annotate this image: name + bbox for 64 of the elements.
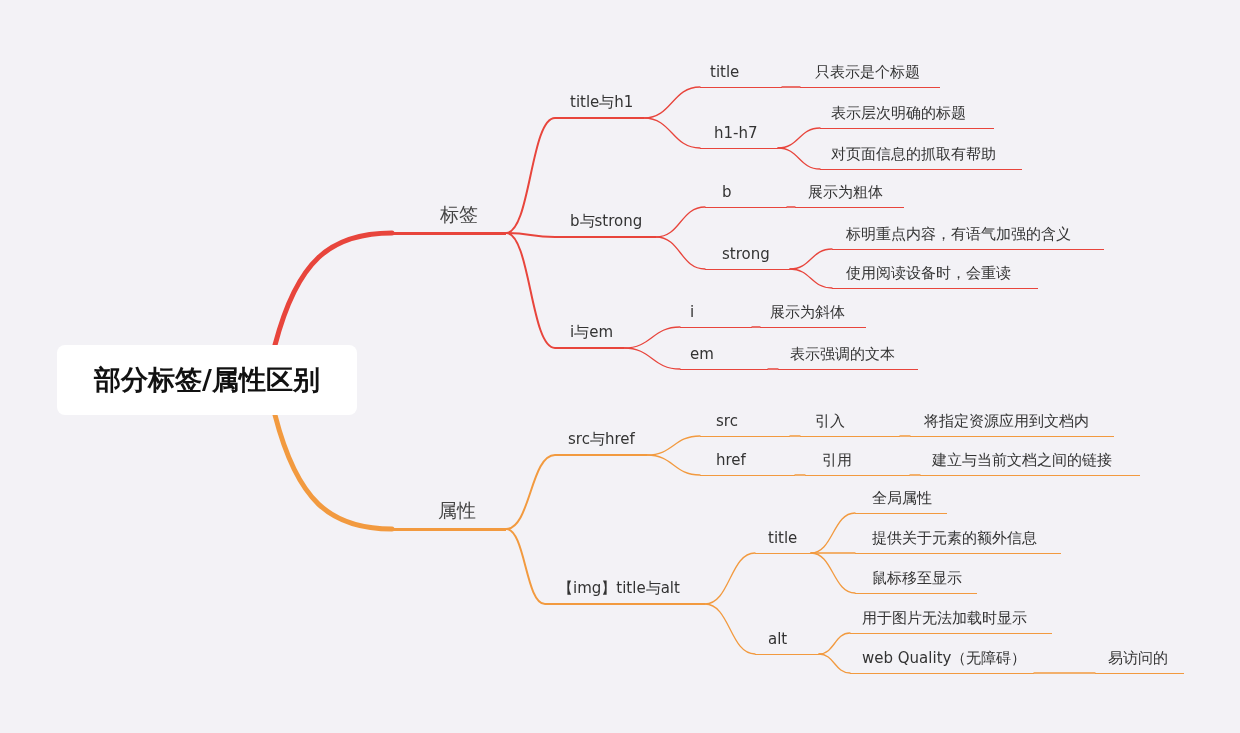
branch-line	[789, 268, 833, 289]
branch-line	[810, 552, 856, 594]
topic-label: href	[700, 445, 795, 476]
topic-label: 属性	[392, 494, 506, 531]
topic-label: 将指定资源应用到文档内	[910, 406, 1114, 437]
topic-label: 建立与当前文档之间的链接	[920, 445, 1140, 476]
branch-line	[655, 236, 706, 270]
topic-label: 展示为斜体	[760, 297, 866, 328]
branch-line	[751, 326, 761, 328]
topic-label: src	[700, 406, 790, 437]
branch-line	[704, 603, 756, 655]
topic-label: 用于图片无法加载时显示	[850, 603, 1052, 634]
topic-label: src与href	[555, 426, 647, 456]
topic-label: 引用	[805, 445, 910, 476]
branch-line	[818, 653, 851, 674]
topic-label: web Quality（无障碍）	[850, 643, 1034, 674]
branch-line	[789, 435, 801, 437]
branch-line	[767, 368, 779, 370]
branch-line	[643, 117, 701, 149]
topic-label: 对页面信息的抓取有帮助	[820, 139, 1022, 170]
topic-label: b与strong	[555, 208, 656, 238]
branch-line	[623, 347, 681, 370]
branch-line	[646, 454, 701, 476]
branch-line	[794, 474, 806, 476]
branch-line	[1033, 672, 1096, 674]
topic-label: 提供关于元素的额外信息	[855, 523, 1061, 554]
topic-label: title与h1	[555, 89, 644, 119]
topic-label: title	[700, 57, 782, 88]
topic-label: title	[755, 523, 811, 554]
topic-label: 标签	[392, 198, 506, 235]
branch-line	[272, 412, 395, 532]
topic-label: 易访问的	[1095, 643, 1184, 674]
topic-label: 【img】title与alt	[545, 575, 705, 605]
central-topic-box: 部分标签/属性区别	[57, 345, 357, 415]
topic-label: 标明重点内容，有语气加强的含义	[832, 219, 1104, 250]
branch-line	[505, 528, 546, 605]
topic-label: i与em	[555, 319, 624, 349]
topic-label: 鼠标移至显示	[855, 563, 977, 594]
topic-label: 表示强调的文本	[778, 339, 918, 370]
topic-label: i	[680, 297, 752, 328]
topic-label: b	[705, 177, 787, 208]
branch-line	[655, 206, 706, 238]
branch-line	[777, 147, 821, 170]
topic-label: alt	[755, 624, 819, 655]
branch-line	[786, 206, 796, 208]
branch-line	[643, 86, 701, 119]
topic-label: h1-h7	[700, 118, 778, 149]
branch-line	[899, 435, 911, 437]
topic-label: 引入	[800, 406, 900, 437]
branch-line	[818, 632, 851, 655]
topic-label: 全局属性	[855, 483, 947, 514]
branch-line	[781, 86, 801, 88]
branch-line	[704, 552, 756, 605]
branch-line	[505, 117, 556, 234]
branch-line	[272, 230, 395, 348]
topic-label: 表示层次明确的标题	[820, 98, 994, 129]
topic-label: strong	[705, 239, 790, 270]
branch-line	[810, 552, 856, 554]
branch-line	[909, 474, 921, 476]
topic-label: 只表示是个标题	[800, 57, 940, 88]
topic-label: em	[680, 339, 768, 370]
branch-line	[505, 232, 556, 349]
topic-label: 展示为粗体	[795, 177, 904, 208]
topic-label: 使用阅读设备时，会重读	[832, 258, 1038, 289]
